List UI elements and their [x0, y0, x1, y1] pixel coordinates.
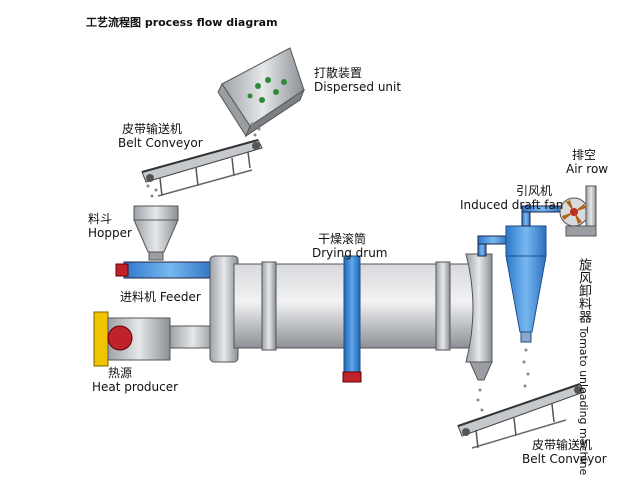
label-drying-drum: 干燥滚筒 Drying drum: [312, 232, 388, 260]
label-dispersed-unit-zh: 打散装置: [314, 66, 363, 80]
label-induced-draft-fan: 引风机 Induced draft fan: [460, 184, 563, 212]
dispersed-unit: [217, 47, 306, 138]
label-dispersed-unit: 打散装置 Dispersed unit: [314, 66, 401, 94]
label-heat-producer-zh: 热源: [108, 366, 133, 380]
cyclone-unloader: [505, 205, 563, 388]
label-air-row-en: Air row: [566, 162, 609, 176]
label-belt-conveyor-top: 皮带输送机 Belt Conveyor: [118, 122, 203, 150]
label-heat-producer: 热源 Heat producer: [92, 366, 178, 394]
label-cyclone-unloader-en: Tomato unloading machine: [577, 326, 590, 476]
label-dispersed-unit-en: Dispersed unit: [314, 80, 402, 94]
label-heat-producer-en: Heat producer: [92, 380, 179, 394]
label-belt-conveyor-bottom: 皮带输送机 Belt Conveyor: [522, 438, 607, 466]
label-induced-draft-fan-en: Induced draft fan: [460, 198, 564, 212]
label-belt-conveyor-bottom-zh: 皮带输送机: [532, 438, 593, 452]
diagram-title: 工艺流程图 process flow diagram: [86, 16, 278, 29]
air-duct: [477, 235, 509, 257]
belt-conveyor-top: [141, 122, 263, 197]
label-feeder: 进料机 Feeder: [120, 290, 201, 304]
label-hopper-en: Hopper: [88, 226, 132, 240]
label-drying-drum-en: Drying drum: [312, 246, 388, 260]
label-hopper: 料斗 Hopper: [88, 212, 132, 240]
label-drying-drum-zh: 干燥滚筒: [318, 232, 367, 246]
label-air-row-zh: 排空: [572, 148, 597, 162]
belt-conveyor-bottom: [457, 383, 585, 449]
label-hopper-zh: 料斗: [88, 212, 113, 226]
screw-feeder: [115, 261, 217, 279]
label-belt-conveyor-bottom-en: Belt Conveyor: [522, 452, 607, 466]
induced-draft-fan: [559, 185, 597, 237]
label-cyclone-unloader: 旋风卸料器 Tomato unloading machine: [576, 258, 591, 476]
label-induced-draft-fan-zh: 引风机: [516, 184, 553, 198]
label-air-row: 排空 Air row: [566, 148, 608, 176]
label-belt-conveyor-top-zh: 皮带输送机: [122, 122, 183, 136]
heat-producer: [93, 311, 217, 367]
label-belt-conveyor-top-en: Belt Conveyor: [118, 136, 203, 150]
hopper: [133, 184, 179, 261]
label-cyclone-unloader-zh: 旋风卸料器: [576, 258, 591, 323]
drying-drum: [209, 253, 493, 412]
label-feeder-text: 进料机 Feeder: [120, 290, 201, 304]
